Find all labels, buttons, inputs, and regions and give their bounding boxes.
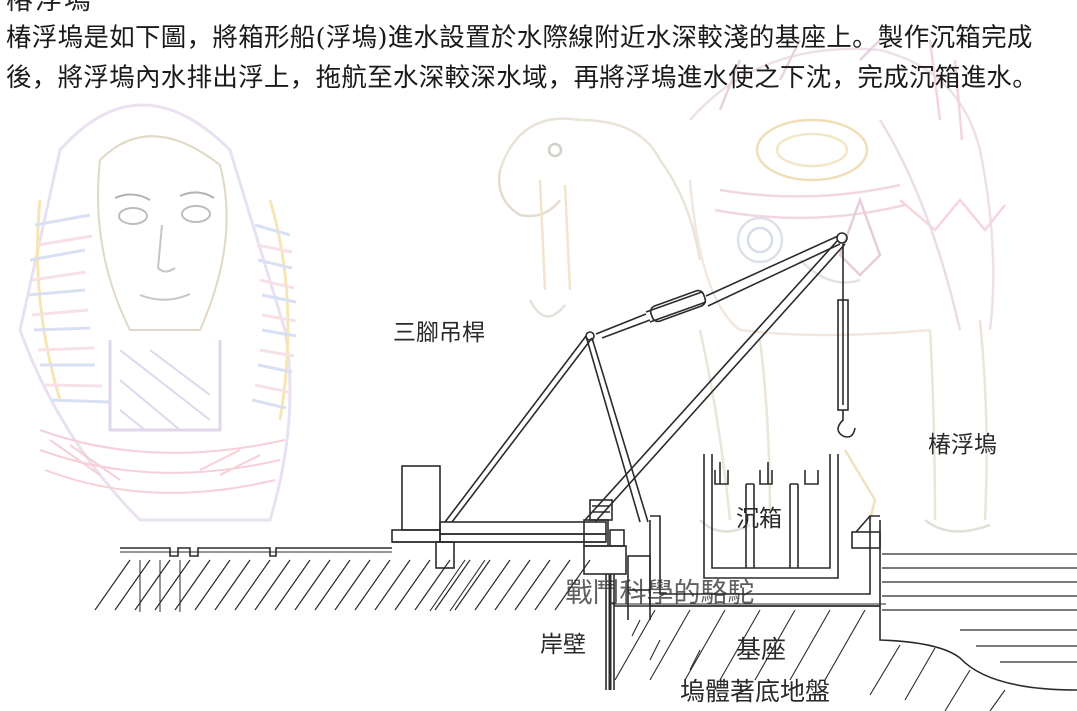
ground-hatching (94, 559, 591, 612)
body-paragraph: 椿浮塢是如下圖，將箱形船(浮塢)進水設置於水際線附近水深較淺的基座上。製作沉箱完… (6, 23, 1039, 93)
crane-base-deck (391, 465, 607, 569)
label-quay-wall: 岸壁 (540, 632, 586, 658)
foundation-base (612, 603, 1077, 691)
quay-wall-structure (583, 519, 651, 690)
caisson-box (703, 454, 839, 579)
ground-surface (120, 547, 392, 557)
tripod-crane (444, 232, 856, 523)
label-dock: 椿浮塢 (928, 432, 997, 458)
background-illustration (18, 39, 1006, 533)
label-caisson: 沉箱 (736, 506, 782, 532)
foundation-hatching (429, 559, 1006, 711)
watermark-text: 戰鬥科學的駱駝 (566, 578, 755, 609)
label-base: 基座 (736, 635, 786, 664)
label-ground: 塢體著底地盤 (680, 677, 830, 706)
pharaoh-mask-drawing (18, 103, 297, 522)
water-surface-lines (882, 553, 1077, 663)
camel-drawing (497, 39, 1006, 533)
partial-heading: 椿浮塢 (6, 0, 93, 16)
diagram-lines (94, 232, 1077, 711)
label-crane: 三腳吊桿 (393, 320, 485, 346)
